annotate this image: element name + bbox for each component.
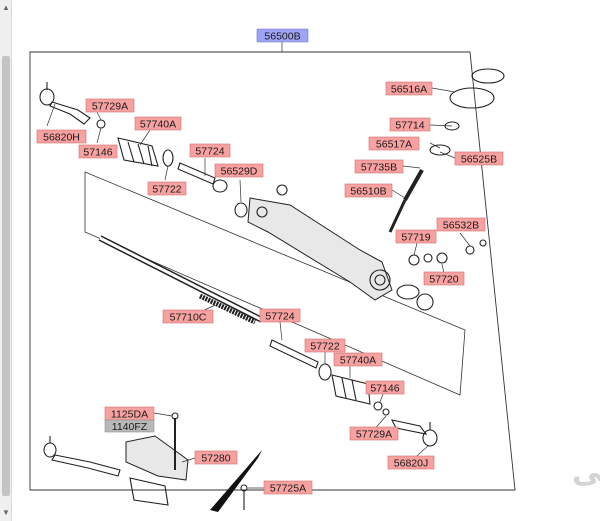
label-57146-top[interactable]: 57146 bbox=[78, 144, 118, 159]
svg-text:56516A: 56516A bbox=[391, 84, 427, 96]
scroll-up-arrow-icon[interactable]: ▲ bbox=[2, 3, 10, 12]
svg-text:1140FZ: 1140FZ bbox=[112, 421, 148, 433]
label-57146-bottom[interactable]: 57146 bbox=[365, 380, 405, 395]
label-57722-top[interactable]: 57722 bbox=[147, 181, 187, 196]
label-56820H[interactable]: 56820H bbox=[36, 129, 87, 144]
label-57724-top[interactable]: 57724 bbox=[189, 143, 231, 158]
scroll-down-arrow-icon[interactable]: ▼ bbox=[2, 508, 10, 517]
boot-top bbox=[117, 137, 174, 167]
pinion-shaft bbox=[388, 68, 505, 233]
label-57740A-bottom[interactable]: 57740A bbox=[333, 352, 383, 367]
label-57735B[interactable]: 57735B bbox=[354, 159, 404, 174]
label-56532B[interactable]: 56532B bbox=[436, 217, 486, 232]
tie-rod-end-right bbox=[390, 419, 438, 447]
svg-text:57720: 57720 bbox=[429, 274, 458, 286]
rack-box bbox=[84, 171, 466, 396]
vertical-scrollbar[interactable]: ▲ ▼ bbox=[0, 0, 12, 521]
label-56820J[interactable]: 56820J bbox=[387, 455, 435, 470]
svg-text:57724: 57724 bbox=[265, 311, 294, 323]
label-57710C[interactable]: 57710C bbox=[162, 309, 214, 324]
label-57720[interactable]: 57720 bbox=[423, 271, 465, 286]
assembly-boundary bbox=[29, 51, 516, 491]
svg-text:57146: 57146 bbox=[370, 383, 399, 395]
svg-text:57729A: 57729A bbox=[356, 429, 392, 441]
tie-rod-end-left bbox=[39, 82, 106, 129]
svg-text:57740A: 57740A bbox=[140, 119, 176, 131]
boot-bottom bbox=[331, 374, 390, 416]
label-1140FZ[interactable]: 1140FZ bbox=[104, 419, 155, 433]
svg-text:1125DA: 1125DA bbox=[111, 409, 148, 421]
svg-text:56525B: 56525B bbox=[461, 154, 497, 166]
lower-assembly bbox=[43, 412, 262, 512]
label-56529D[interactable]: 56529D bbox=[214, 163, 264, 178]
rack-housing bbox=[247, 184, 393, 301]
label-57280[interactable]: 57280 bbox=[194, 450, 238, 465]
svg-text:56529D: 56529D bbox=[221, 166, 258, 178]
svg-text:57740A: 57740A bbox=[340, 355, 376, 367]
svg-text:57719: 57719 bbox=[401, 232, 430, 244]
rack-bar bbox=[98, 235, 264, 325]
svg-text:57722: 57722 bbox=[152, 184, 181, 196]
svg-text:57146: 57146 bbox=[83, 147, 112, 159]
label-57729A-top[interactable]: 57729A bbox=[85, 98, 135, 113]
label-56517A[interactable]: 56517A bbox=[368, 136, 420, 151]
svg-text:56517A: 56517A bbox=[376, 139, 412, 151]
svg-text:56820H: 56820H bbox=[43, 132, 80, 144]
label-1125DA[interactable]: 1125DA bbox=[104, 406, 155, 421]
label-56516A[interactable]: 56516A bbox=[385, 81, 433, 96]
scrollbar-thumb[interactable] bbox=[2, 56, 10, 496]
svg-text:57280: 57280 bbox=[201, 453, 230, 465]
svg-text:57722: 57722 bbox=[310, 341, 339, 353]
svg-text:57729A: 57729A bbox=[92, 101, 128, 113]
part-labels: 56500B 56516A 57729A 57740A 57714 56820H… bbox=[36, 28, 504, 495]
label-57719[interactable]: 57719 bbox=[395, 229, 437, 244]
svg-text:56532B: 56532B bbox=[443, 220, 479, 232]
label-56510B[interactable]: 56510B bbox=[344, 183, 393, 198]
watermark-logo: باسا‌طی bbox=[572, 455, 600, 490]
label-57729A-bottom[interactable]: 57729A bbox=[349, 426, 399, 441]
label-57725A[interactable]: 57725A bbox=[263, 480, 313, 495]
svg-text:56510B: 56510B bbox=[350, 186, 386, 198]
svg-text:56500B: 56500B bbox=[264, 31, 300, 43]
label-57722-bottom[interactable]: 57722 bbox=[304, 338, 346, 353]
label-57724-bottom[interactable]: 57724 bbox=[259, 308, 301, 323]
svg-text:57725A: 57725A bbox=[270, 483, 306, 495]
svg-text:56820J: 56820J bbox=[394, 458, 428, 470]
svg-text:57724: 57724 bbox=[195, 146, 224, 158]
svg-text:57710C: 57710C bbox=[170, 312, 207, 324]
label-56525B[interactable]: 56525B bbox=[454, 151, 504, 166]
inner-tie-rod-top bbox=[177, 162, 248, 218]
svg-text:57735B: 57735B bbox=[361, 162, 397, 174]
svg-text:57714: 57714 bbox=[395, 120, 424, 132]
assembly-label-56500B[interactable]: 56500B bbox=[256, 28, 309, 43]
label-57714[interactable]: 57714 bbox=[389, 117, 431, 132]
label-57740A-top[interactable]: 57740A bbox=[134, 116, 182, 131]
